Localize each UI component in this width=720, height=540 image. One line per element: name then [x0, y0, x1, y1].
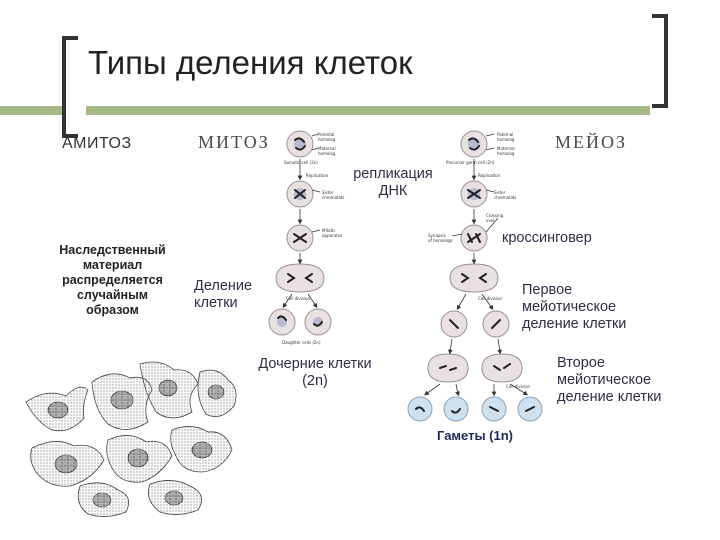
- second-meiotic-division-label: Второе мейотическое деление клетки: [557, 355, 662, 405]
- daughter-cells-label: Дочерние клетки (2n): [258, 356, 372, 389]
- mitosis-small-label: Sister: [322, 190, 334, 195]
- meiosis-small-label: Precursor germ cell (2n): [446, 160, 495, 165]
- meiosis-small-label: Replication: [478, 173, 501, 178]
- heredity-text: Наследственный материал распределяется с…: [59, 243, 166, 317]
- mitosis-small-label: Mitotic: [322, 228, 336, 233]
- meiosis-small-label: of homologs: [428, 238, 453, 243]
- meiosis-small-label: over: [486, 218, 495, 223]
- meiosis-small-label: Cell division: [506, 384, 531, 389]
- meiosis-small-label: Cell division: [478, 296, 503, 301]
- meiosis-small-label: chromatids: [494, 195, 517, 200]
- accent-bar-right: [86, 106, 650, 115]
- dna-replication-label: репликация ДНК: [353, 166, 433, 199]
- first-meiotic-division-label: Первое мейотическое деление клетки: [522, 282, 627, 332]
- meiosis-small-label: Synapsis: [428, 233, 446, 238]
- mitosis-small-label: Cell division: [286, 296, 311, 301]
- accent-bar-left: [0, 106, 62, 115]
- slide-title: Типы деления клеток: [88, 44, 413, 81]
- meiosis-small-label: Maternal: [497, 146, 515, 151]
- meiosis-small-label: homolog: [497, 151, 515, 156]
- gametes-label: Гаметы (1n): [437, 428, 514, 443]
- mitosis-small-label: homolog: [318, 137, 336, 142]
- crossing-over-label: кроссинговер: [502, 230, 592, 246]
- cell-division-label: Деление клетки: [194, 278, 253, 311]
- mitosis-small-label: apparatus: [322, 233, 343, 238]
- amitoz-label: АМИТОЗ: [62, 135, 132, 152]
- mitosis-small-label: Replication: [306, 173, 329, 178]
- mitosis-small-label: Parental: [318, 132, 335, 137]
- mitosis-small-label: Maternal: [318, 146, 336, 151]
- meiosis-small-label: Sister: [494, 190, 506, 195]
- mitosis-small-label: homolog: [318, 151, 336, 156]
- meiosis-small-label: Crossing: [486, 213, 504, 218]
- mitosis-small-label: Daughter cells (2n): [282, 340, 321, 345]
- mitosis-small-label: chromatids: [322, 195, 345, 200]
- right-bracket-icon: [652, 14, 668, 108]
- meiosis-small-label: homolog: [497, 137, 515, 142]
- meiosis-small-label: Paternal: [497, 132, 514, 137]
- amitosis-cells-image: [25, 361, 237, 517]
- mitosis-small-label: Somatic cell (2n): [284, 160, 318, 165]
- mitosis-diagram: [268, 130, 332, 336]
- meiosis-diagram: [407, 130, 543, 422]
- left-bracket-icon: [62, 36, 78, 138]
- mitoz-header: МИТОЗ: [198, 132, 270, 152]
- meioz-header: МЕЙОЗ: [555, 132, 628, 152]
